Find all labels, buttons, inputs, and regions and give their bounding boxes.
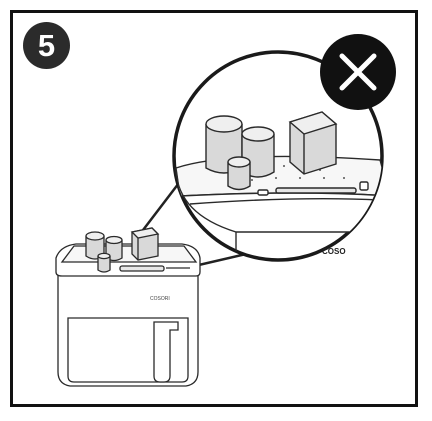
step-number: 5 [37,28,56,63]
fryer-control-panel [119,265,165,272]
objects-on-lid [205,111,338,191]
small-cylinder-medium-top [105,235,123,245]
step-number-badge: 5 [23,22,70,69]
magnified-view: COSO [172,50,384,262]
prohibited-x-mark [320,34,396,110]
fryer-handle [153,321,179,383]
cylinder-small [227,162,251,191]
zoom-panel-button-left [257,189,269,196]
small-cylinder-large-top [85,231,105,241]
small-cube-top [130,227,160,239]
air-fryer [55,227,201,387]
zoom-control-panel [275,187,357,194]
small-objects-on-fryer [85,227,160,273]
cylinder-medium-top [241,126,275,142]
fryer-brand-label: COSORI [150,296,170,302]
zoom-lid-seam [189,197,381,205]
zoom-brand-label: COSO [322,247,346,256]
cylinder-large-top [205,115,243,133]
small-cylinder-tiny-top [97,252,111,260]
fryer-top-surface [60,245,198,263]
zoom-panel-button-right [359,181,369,191]
cube-top [288,111,338,135]
small-cylinder-tiny [97,256,111,273]
cylinder-small-top [227,156,251,168]
